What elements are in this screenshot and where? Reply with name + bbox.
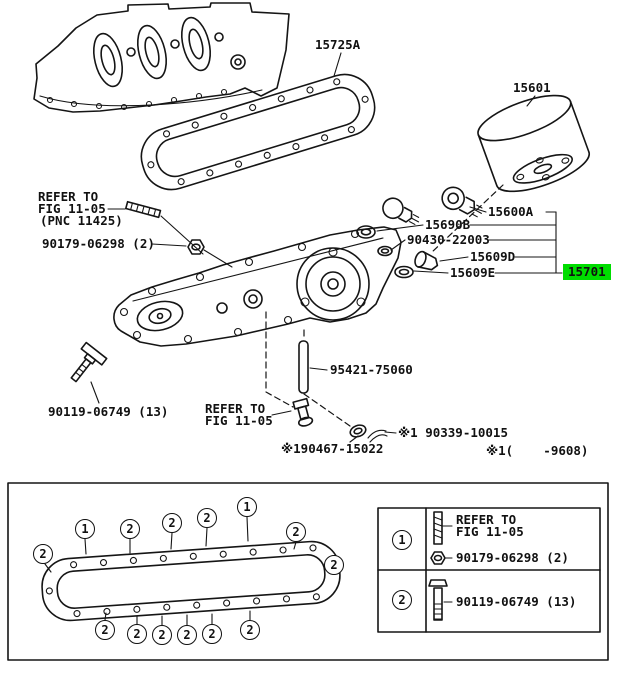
callout-circle: 1 [75, 519, 95, 539]
label-refer-to-b1: REFER TO [205, 401, 266, 416]
label-refer-to-a1: REFER TO [38, 189, 99, 204]
legend-part-90119: 90119-06749 (13) [456, 594, 577, 609]
label-clip-90467: ※190467-15022 [281, 441, 384, 456]
callout-circle: 2 [33, 544, 53, 564]
legend-refer-to-line1: REFER TO [456, 512, 517, 527]
label-switch-15690B: 15690B [425, 217, 471, 232]
callout-ticks [44, 516, 297, 626]
legend-circle-2: 2 [392, 590, 412, 610]
legend-refer-to-line2: FIG 11-05 [456, 524, 524, 539]
label-ring-90430: 90430-22003 [407, 232, 490, 247]
label-refer-to-b2: FIG 11-05 [205, 413, 273, 428]
engine-block [33, 2, 290, 113]
oil-filter [477, 94, 591, 193]
label-oil-filter-15601: 15601 [513, 80, 551, 95]
legend-stud-icon [433, 511, 453, 545]
label-assembly-15701-highlighted[interactable]: 15701 [563, 264, 611, 280]
legend-nut-icon [430, 551, 453, 565]
drain-union [292, 397, 314, 427]
label-pin-95421: 95421-75060 [330, 362, 413, 377]
dowel-pin [298, 340, 309, 394]
hose-clamp [349, 424, 367, 438]
callout-circle: 1 [237, 497, 257, 517]
callout-circle: 2 [177, 625, 197, 645]
callout-circle: 2 [127, 624, 147, 644]
legend-bolt-icon [428, 579, 453, 621]
callout-circle: 2 [162, 513, 182, 533]
label-refer-to-a3: (PNC 11425) [40, 213, 123, 228]
label-plug-15609D: 15609D [470, 249, 516, 264]
label-nut-90179: 90179-06298 (2) [42, 236, 155, 251]
callout-circle: 2 [240, 620, 260, 640]
callout-circle: 2 [197, 508, 217, 528]
assembly-dashed-lines [265, 184, 504, 427]
union-plug-15609D [414, 250, 439, 271]
leader-lines [90, 52, 563, 443]
label-clip-90339: ※1 90339-10015 [398, 425, 508, 440]
legend-box [377, 507, 601, 633]
label-bolt-90119: 90119-06749 (13) [48, 404, 169, 419]
callout-circle: 2 [95, 620, 115, 640]
label-sensor-15600A: 15600A [488, 204, 534, 219]
callout-circle: 2 [286, 522, 306, 542]
stud-icon [125, 200, 162, 219]
label-gasket-15725A: 15725A [315, 37, 361, 52]
label-refer-to-a2: FIG 11-05 [38, 201, 106, 216]
gasket-ring-90430 [377, 245, 393, 257]
oil-switch [382, 197, 420, 226]
callout-circle: 2 [152, 625, 172, 645]
o-ring-15609E [394, 265, 414, 279]
callout-circle: 2 [324, 555, 344, 575]
legend-circle-1: 1 [392, 530, 412, 550]
side-cover-gasket [140, 73, 376, 191]
legend-part-90179: 90179-06298 (2) [456, 550, 569, 565]
oil-cooler-cover [113, 226, 402, 347]
bottom-diagram-box [7, 482, 609, 661]
label-applicability-note: ※1( -9608) [486, 443, 589, 458]
oil-pressure-sensor [441, 186, 483, 218]
o-ring-15690B [356, 225, 376, 239]
nut-icon [187, 239, 205, 255]
label-oring-15609E: 15609E [450, 265, 496, 280]
clip [367, 429, 388, 443]
bolt-icon [70, 341, 108, 383]
callout-circle: 2 [120, 519, 140, 539]
callout-circle: 2 [202, 624, 222, 644]
